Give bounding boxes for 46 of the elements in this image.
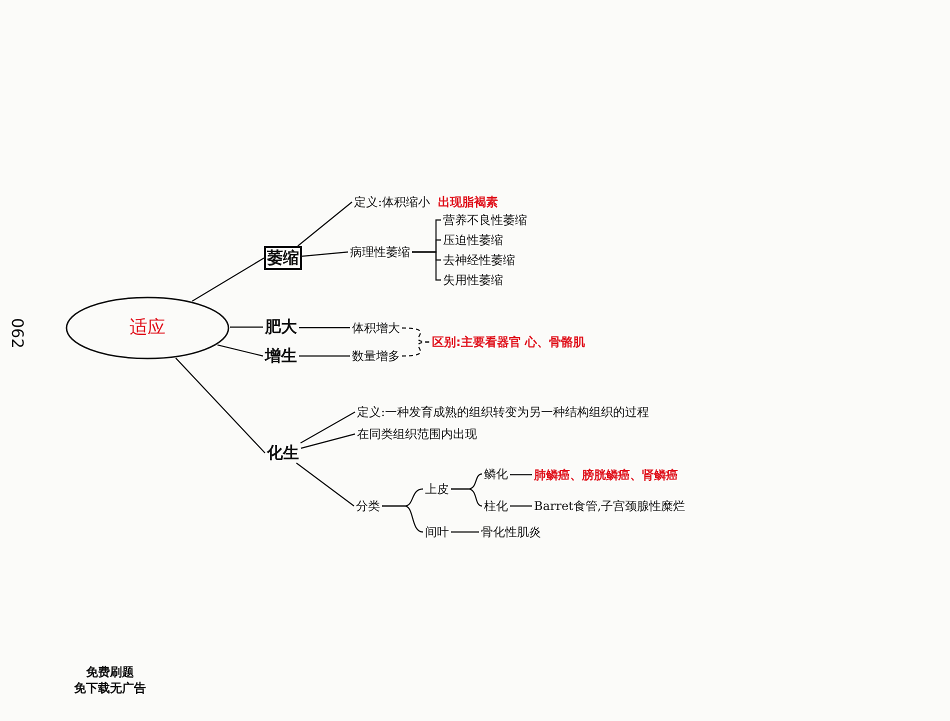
topic-text: 病理性萎缩 bbox=[348, 244, 412, 260]
topic-text: 上皮 bbox=[423, 481, 451, 497]
boxed-topic: 萎缩 bbox=[264, 246, 302, 270]
connector-line bbox=[297, 202, 352, 246]
connector-line bbox=[510, 474, 532, 476]
note-text: 出现脂褐素 bbox=[437, 194, 499, 210]
highlight-text: 区别:主要看器官 心、骨骼肌 bbox=[430, 334, 587, 350]
topic-text: 定义:一种发育成熟的组织转变为另一种结构组织的过程 bbox=[355, 404, 652, 420]
connector-line bbox=[451, 488, 482, 507]
connector-line bbox=[299, 355, 350, 357]
dashed-connector bbox=[402, 341, 430, 357]
topic-text: 骨化性肌炎 bbox=[479, 524, 543, 540]
caption-text: 免费刷题 bbox=[86, 664, 134, 681]
connector-line bbox=[296, 462, 354, 506]
branch-text: 肥大 bbox=[263, 317, 299, 337]
topic-text: 柱化 bbox=[482, 498, 510, 514]
topic-text: 定义:体积缩小 bbox=[352, 194, 432, 210]
connector-line bbox=[302, 251, 348, 257]
topic-text: 在同类组织范围内出现 bbox=[355, 426, 479, 442]
topic-text: Barret食管,子宫颈腺性糜烂 bbox=[532, 498, 688, 514]
connector-line bbox=[300, 433, 356, 449]
connector-line bbox=[412, 251, 441, 281]
connector-line bbox=[382, 505, 424, 533]
connector-line bbox=[230, 326, 263, 328]
topic-text: 去神经性萎缩 bbox=[441, 252, 517, 268]
topic-ellipse: 适应 bbox=[65, 296, 230, 360]
connector-line bbox=[299, 327, 350, 328]
topic-text: 压迫性萎缩 bbox=[441, 232, 505, 248]
topic-text: 营养不良性萎缩 bbox=[441, 212, 529, 228]
topic-text: 鳞化 bbox=[482, 466, 510, 482]
topic-text: 间叶 bbox=[423, 524, 451, 540]
connector-line bbox=[451, 531, 479, 533]
connector-line bbox=[510, 505, 532, 507]
branch-text: 化生 bbox=[265, 443, 301, 463]
branch-text: 增生 bbox=[263, 346, 299, 366]
topic-text: 体积增大 bbox=[350, 320, 402, 336]
connector-line bbox=[217, 344, 264, 357]
topic-text: 失用性萎缩 bbox=[441, 272, 505, 288]
topic-text: 数量增多 bbox=[350, 348, 402, 364]
connector-line bbox=[192, 257, 264, 302]
connector-line bbox=[175, 358, 266, 454]
connector-line bbox=[300, 411, 356, 444]
page-number: 062 bbox=[8, 318, 27, 349]
topic-text: 分类 bbox=[354, 498, 382, 514]
highlight-text: 肺鳞癌、膀胱鳞癌、肾鳞癌 bbox=[532, 467, 680, 483]
caption-text: 免下载无广告 bbox=[74, 680, 146, 697]
